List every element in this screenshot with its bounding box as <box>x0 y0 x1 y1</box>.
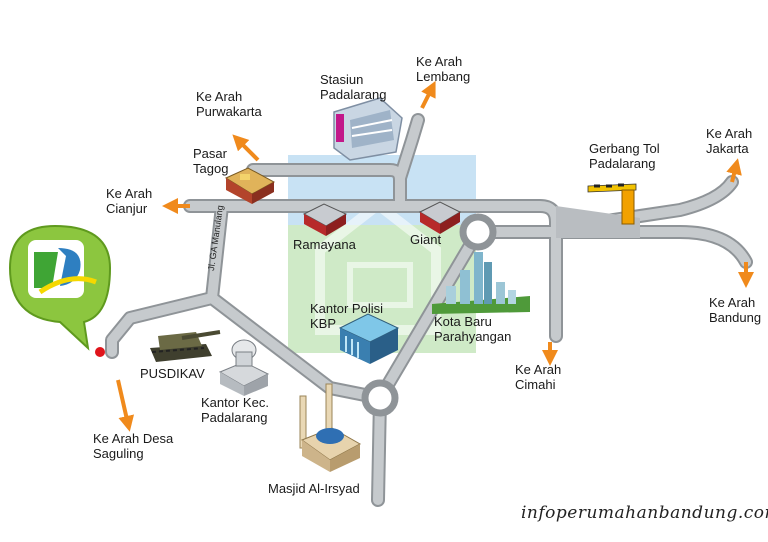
toll-gate-icon <box>587 183 637 225</box>
market-icon <box>224 167 276 204</box>
police-office-icon <box>338 313 400 364</box>
road-network <box>105 113 753 507</box>
label-kantor-kecamatan: Kantor Kec.Padalarang <box>201 395 269 425</box>
arrow-purwakarta <box>232 134 260 162</box>
station-icon <box>333 97 403 161</box>
mosque-icon <box>299 383 362 472</box>
label-pusdikav: PUSDIKAV <box>140 366 205 381</box>
government-building-icon <box>218 339 270 396</box>
arrow-lembang <box>420 80 436 109</box>
tank-icon <box>150 330 221 362</box>
roundabout-south <box>361 379 399 417</box>
roundabout-north <box>459 213 497 251</box>
label-giant: Giant <box>410 232 442 247</box>
mall-icon <box>418 201 462 234</box>
watermark: infoperumahanbandung.com <box>521 503 768 523</box>
location-pin-logo <box>8 224 112 351</box>
label-masjid: Masjid Al-Irsyad <box>268 481 360 496</box>
arrow-jakarta <box>726 158 742 183</box>
location-marker <box>95 347 105 357</box>
skyline-icon <box>432 252 530 314</box>
direction-arrows <box>116 80 754 432</box>
arrow-saguling <box>116 379 135 432</box>
label-ramayana: Ramayana <box>293 237 356 252</box>
mall-icon <box>302 203 348 236</box>
